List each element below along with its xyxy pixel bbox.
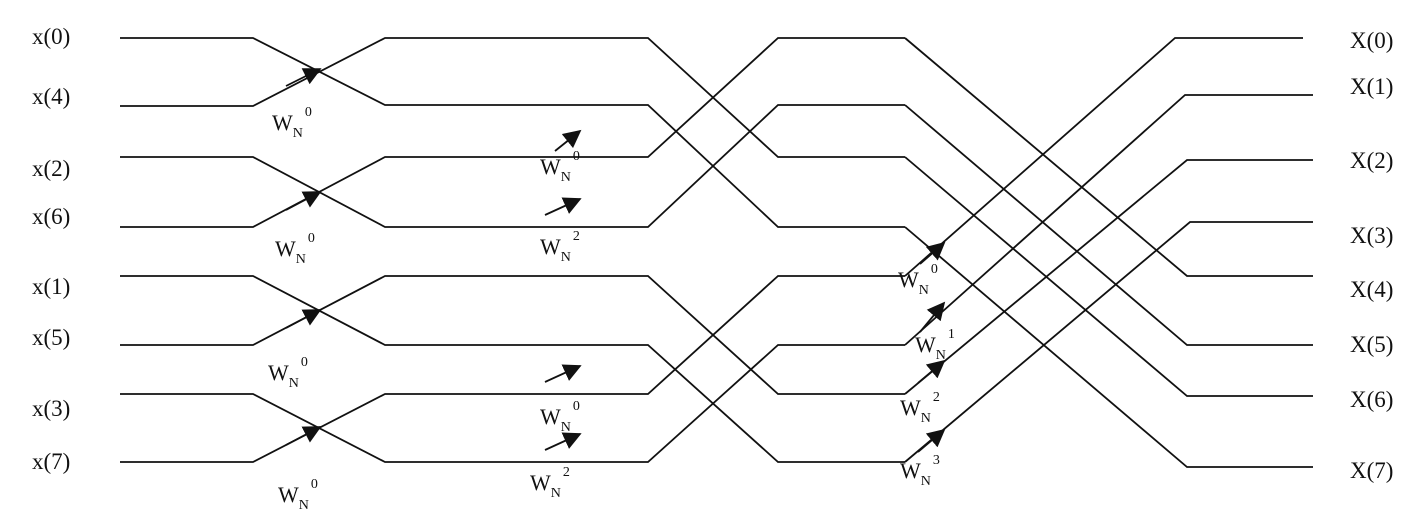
arrow-s2-2 (544, 364, 582, 383)
arrow-s3-1 (919, 301, 946, 333)
wire-s2-1 (518, 104, 905, 228)
input-label-6: x(3) (32, 396, 70, 421)
stage-3-wires (904, 37, 1313, 468)
twiddle-s1-0: WN0 (272, 105, 312, 141)
wire-s2-6 (518, 275, 905, 395)
wire-s3-7 (904, 221, 1313, 463)
input-label-3: x(6) (32, 204, 70, 229)
output-labels: X(0) X(1) X(2) X(3) X(4) X(5) X(6) X(7) (1350, 28, 1393, 483)
wire-s1-1 (120, 37, 518, 107)
twiddle-s2-3: WN2 (530, 465, 570, 501)
stage-1-wires (120, 37, 518, 463)
output-label-1: X(1) (1350, 74, 1393, 99)
arrow-s2-1 (544, 197, 582, 216)
arrow-s1-3 (285, 426, 322, 446)
wire-s3-0 (904, 37, 1313, 277)
stage-2-wires (518, 37, 905, 463)
wire-s2-3 (518, 104, 905, 228)
arrow-s3-0 (919, 241, 946, 265)
twiddle-labels-stage-2: WN0 WN2 WN0 WN2 (530, 149, 580, 501)
input-label-0: x(0) (32, 24, 70, 49)
twiddle-s1-3: WN0 (278, 477, 318, 513)
arrow-s3-3 (917, 428, 946, 453)
wire-s2-0 (518, 37, 905, 158)
output-label-3: X(3) (1350, 223, 1393, 248)
twiddle-s2-1: WN2 (540, 229, 580, 265)
arrow-s1-0 (285, 68, 322, 87)
input-label-7: x(7) (32, 449, 70, 474)
output-label-7: X(7) (1350, 458, 1393, 483)
twiddle-s3-2: WN2 (900, 390, 940, 426)
wire-s3-4 (904, 37, 1303, 277)
twiddle-s1-1: WN0 (275, 231, 315, 267)
arrow-s1-2 (285, 309, 322, 329)
twiddle-labels-stage-3: WN0 WN1 WN2 WN3 (898, 262, 955, 489)
twiddle-labels-stage-1: WN0 WN0 WN0 WN0 (268, 105, 318, 513)
twiddle-s2-0: WN0 (540, 149, 580, 185)
output-label-0: X(0) (1350, 28, 1393, 53)
wire-s3-5 (904, 94, 1313, 346)
twiddle-arrows (285, 68, 946, 453)
wire-s2-2 (518, 37, 905, 158)
input-label-5: x(5) (32, 325, 70, 350)
arrow-s1-1 (285, 191, 322, 211)
output-label-4: X(4) (1350, 277, 1393, 302)
arrow-s2-3 (544, 432, 582, 451)
wire-s2-4 (518, 275, 905, 395)
twiddle-s1-2: WN0 (268, 355, 308, 391)
input-label-2: x(2) (32, 156, 70, 181)
arrow-s3-2 (917, 359, 946, 384)
input-label-1: x(4) (32, 84, 70, 109)
wire-s3-3 (904, 226, 1313, 468)
wire-s3-1 (904, 104, 1313, 346)
arrow-s2-0 (554, 129, 582, 152)
wire-s2-7 (518, 344, 905, 463)
wire-s3-2 (904, 156, 1313, 397)
input-labels: x(0) x(4) x(2) x(6) x(1) x(5) x(3) x(7) (32, 24, 70, 474)
input-label-4: x(1) (32, 274, 70, 299)
twiddle-s3-0: WN0 (898, 262, 938, 298)
output-label-5: X(5) (1350, 332, 1393, 357)
twiddle-s2-2: WN0 (540, 399, 580, 435)
twiddle-s3-1: WN1 (915, 327, 955, 363)
output-label-2: X(2) (1350, 148, 1393, 173)
twiddle-s3-3: WN3 (900, 453, 940, 489)
output-label-6: X(6) (1350, 387, 1393, 412)
wire-s3-6 (904, 159, 1313, 395)
